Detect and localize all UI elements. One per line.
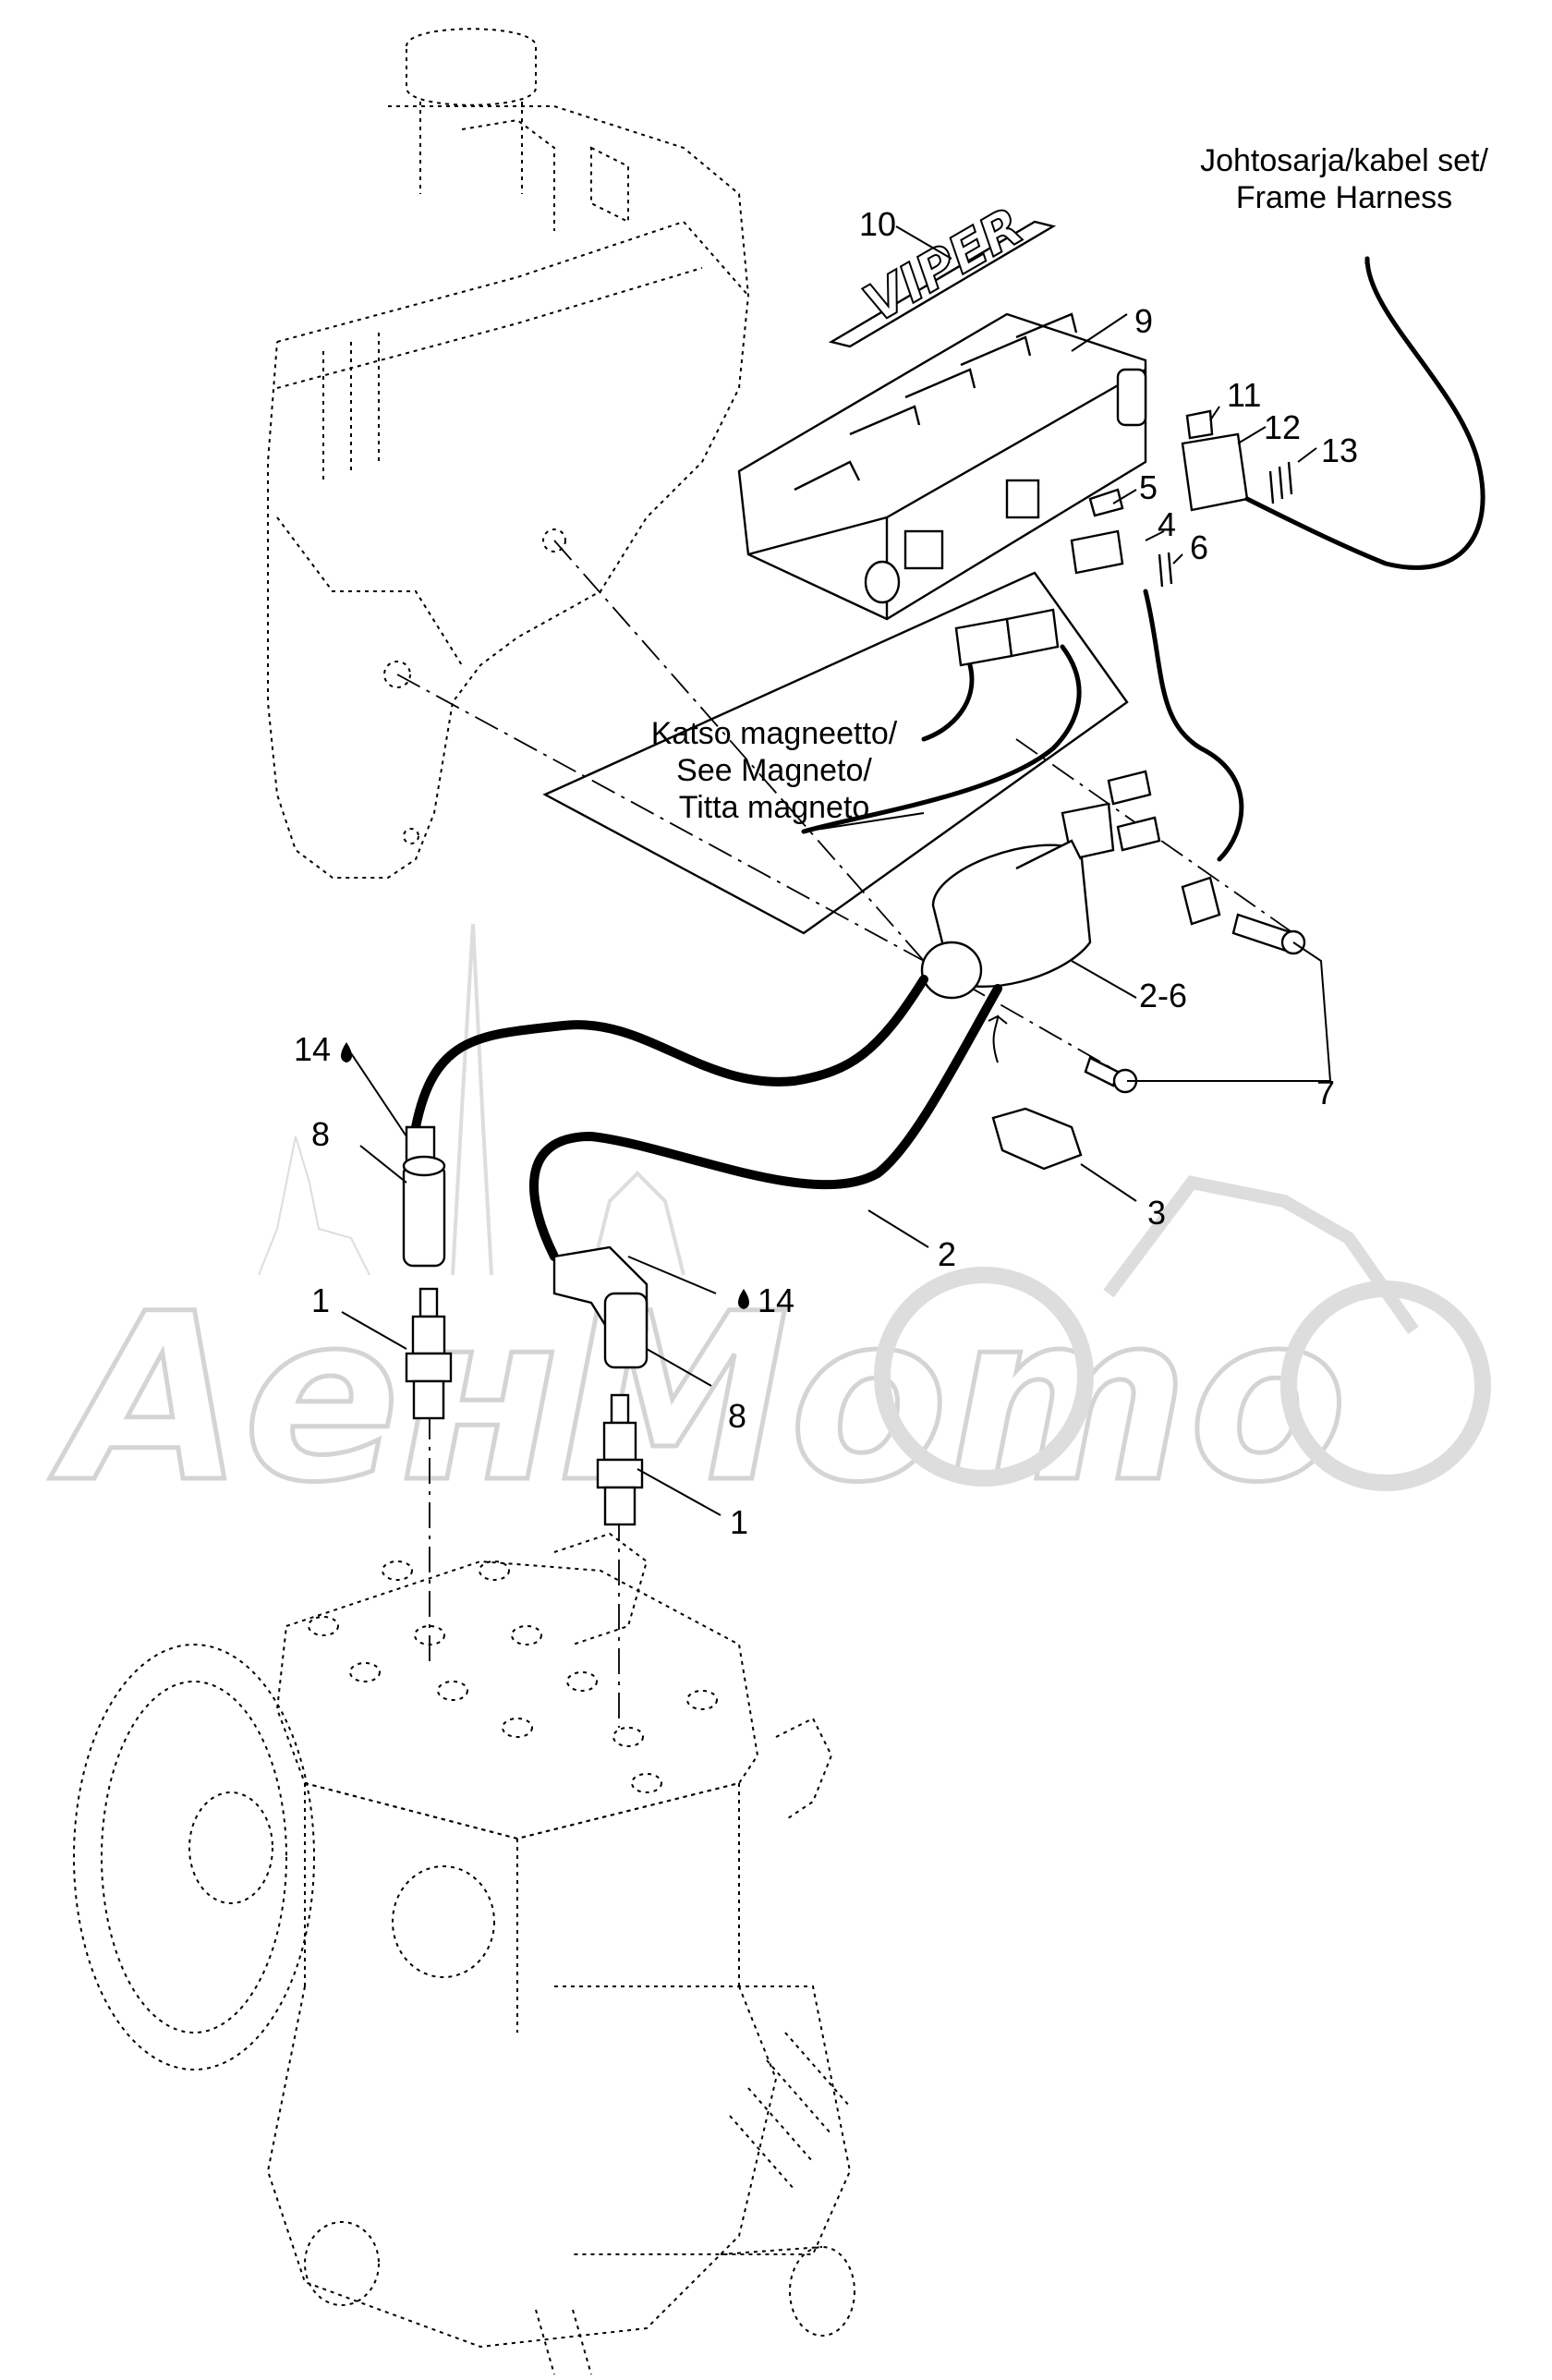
watermark-text: AeнMomo <box>49 1264 1348 1533</box>
callout-1-upper: 1 <box>311 1281 330 1319</box>
connectors-group <box>954 409 1293 1171</box>
callout-labels: 10 9 11 12 13 5 4 6 2-6 7 3 2 14 14 8 8 … <box>294 205 1358 1541</box>
oil-drop-icon <box>738 1289 749 1309</box>
callout-13: 13 <box>1321 431 1358 469</box>
callout-6: 6 <box>1190 528 1208 566</box>
callout-2-6: 2-6 <box>1139 977 1187 1014</box>
magneto-note-line2: See Magneto/ <box>676 753 872 788</box>
oil-drop-icon <box>341 1042 352 1062</box>
harness-note-line1: Johtosarja/kabel set/ <box>1200 143 1488 178</box>
rotation-arrow <box>988 1014 1008 1063</box>
spark-plugs <box>405 1287 644 1526</box>
harness-note: Johtosarja/kabel set/ Frame Harness <box>1200 143 1488 215</box>
callout-3: 3 <box>1147 1194 1166 1232</box>
harness-note-line2: Frame Harness <box>1236 180 1452 215</box>
wiring <box>801 256 1485 862</box>
oil-reservoir <box>267 28 750 879</box>
engine-block <box>73 1532 855 2375</box>
cdi-module <box>737 312 1147 621</box>
callout-14-lower: 14 <box>758 1281 794 1319</box>
magneto-note-line3: Titta magneto <box>679 790 870 825</box>
callout-7: 7 <box>1316 1074 1335 1111</box>
spark-plug-caps <box>402 1125 649 1369</box>
leader-lines <box>341 225 1332 1516</box>
magneto-note: Katso magneetto/ See Magneto/ Titta magn… <box>651 716 898 825</box>
callout-8-lower: 8 <box>728 1397 746 1435</box>
callout-4: 4 <box>1158 505 1176 543</box>
callout-14-upper: 14 <box>294 1030 331 1068</box>
mounting-bolts <box>1084 913 1306 1094</box>
magneto-note-line1: Katso magneetto/ <box>651 716 898 751</box>
magneto-arrow <box>803 812 925 832</box>
callout-1-lower: 1 <box>730 1503 748 1541</box>
callout-5: 5 <box>1139 468 1158 506</box>
callout-8-upper: 8 <box>311 1115 330 1153</box>
callout-11: 11 <box>1227 376 1261 414</box>
callout-10: 10 <box>859 205 896 243</box>
callout-2: 2 <box>938 1235 956 1273</box>
watermark: AeнMomo <box>47 923 1491 1536</box>
ignition-coil <box>920 802 1115 1000</box>
callout-9: 9 <box>1134 302 1153 340</box>
callout-12: 12 <box>1264 408 1301 446</box>
ht-leads <box>411 975 1002 1261</box>
magneto-reference-box <box>542 571 1129 935</box>
